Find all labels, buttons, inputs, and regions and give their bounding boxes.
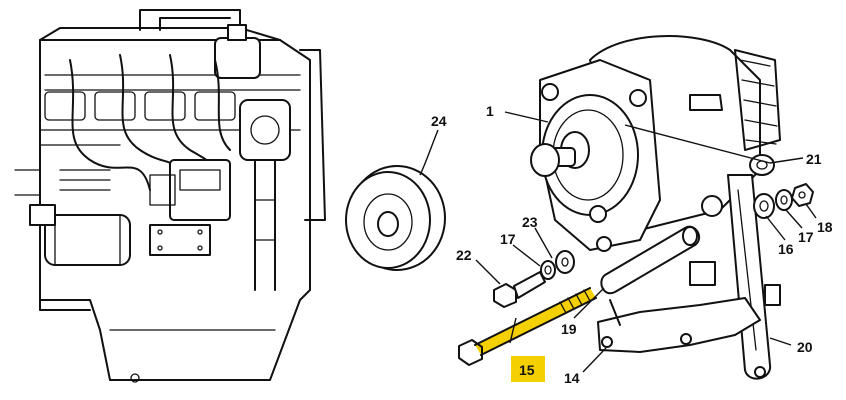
callout-1: 1 [486,103,494,119]
callout-18: 18 [817,219,833,235]
washer-23 [555,250,575,274]
bracket-14 [597,261,781,353]
spring-washer-17 [775,189,793,211]
leader-lines [419,111,817,373]
engine-illustration [14,9,326,383]
callout-23: 23 [522,214,538,230]
callout-24: 24 [431,113,447,129]
spacer-19 [600,225,701,295]
alternator-1 [530,35,781,252]
spring-washer-17-lower [540,260,556,280]
nut-18 [791,183,814,207]
callout-15[interactable]: 15 [519,362,535,378]
long-bolt-15[interactable] [458,287,597,366]
callout-19: 19 [561,321,577,337]
callout-20: 20 [797,339,813,355]
bolt-22 [493,271,546,308]
callout-17-lower: 17 [500,231,516,247]
callout-21: 21 [806,151,822,167]
callout-labels: 1 24 23 17 22 19 14 20 21 16 17 18 15 [431,103,833,386]
washer-16 [753,193,775,219]
pulley-24 [345,165,446,271]
callout-16: 16 [778,241,794,257]
callout-14: 14 [564,370,580,386]
callout-22: 22 [456,247,472,263]
callout-15-highlight[interactable] [511,356,545,382]
callout-17-upper: 17 [798,229,814,245]
